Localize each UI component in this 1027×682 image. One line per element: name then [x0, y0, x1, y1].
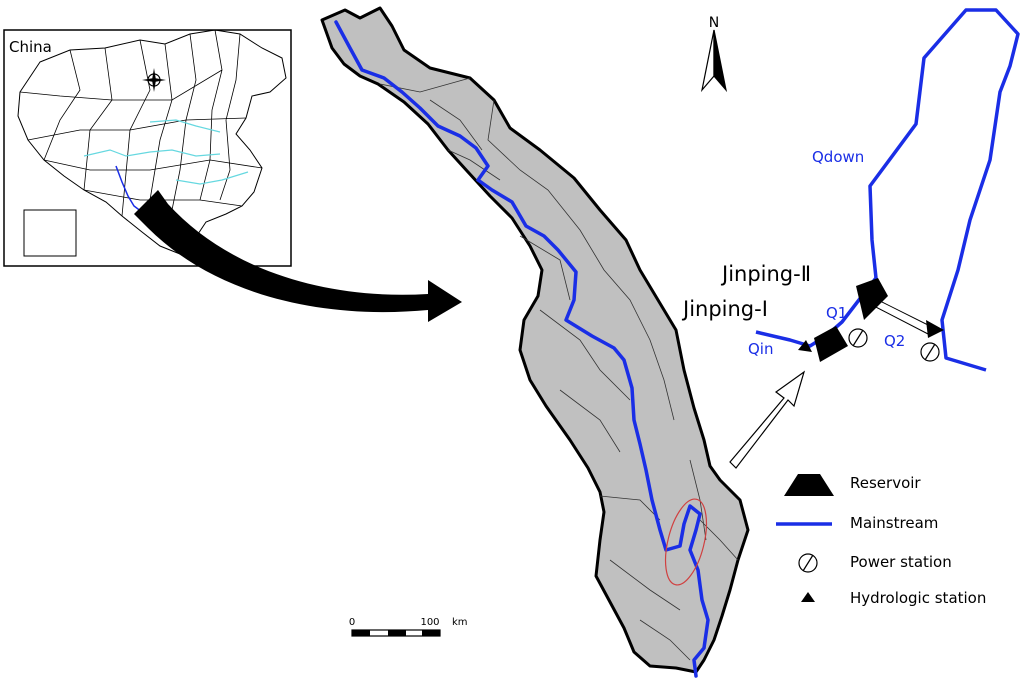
- china-outline: [17, 29, 287, 255]
- inset-title: China: [9, 38, 52, 56]
- scale-bar: 0 100 km: [349, 617, 468, 637]
- basin-map: [320, 6, 750, 678]
- label-qdown: Qdown: [812, 148, 864, 166]
- north-label: N: [709, 15, 719, 31]
- tributaries: [379, 77, 739, 661]
- diversion-arrowhead: [926, 320, 944, 338]
- legend-reservoir-icon: [784, 474, 834, 496]
- legend-label-mainstream: Mainstream: [850, 514, 938, 532]
- power-station-1-icon: [848, 328, 868, 348]
- label-jinping-2: Jinping-Ⅱ: [720, 262, 811, 286]
- inset-yalong-river: [115, 165, 143, 213]
- legend-label-hydrologic-station: Hydrologic station: [850, 589, 986, 607]
- scale-start-label: 0: [349, 617, 355, 628]
- north-arrow-icon: N: [700, 15, 728, 93]
- basin-polygon: [320, 6, 750, 674]
- river-loop: [755, 8, 1020, 372]
- legend: Reservoir Mainstream Power station Hydro…: [776, 474, 986, 607]
- label-jinping-1: Jinping-Ⅰ: [681, 297, 768, 321]
- scale-unit-label: km: [452, 617, 468, 628]
- label-q2: Q2: [884, 332, 905, 350]
- mainstream-river: [334, 20, 710, 678]
- reservoir-jinping-1-icon: [814, 326, 848, 362]
- legend-label-reservoir: Reservoir: [850, 474, 921, 492]
- south-china-sea-inset: [23, 209, 77, 257]
- compass-rose-icon: [142, 68, 166, 92]
- label-qin: Qin: [748, 340, 773, 358]
- legend-label-power-station: Power station: [850, 553, 952, 571]
- hydrologic-station-icon: [798, 340, 812, 352]
- china-inset-map: China: [3, 29, 292, 267]
- focus-ellipse: [664, 498, 708, 586]
- province-borders: [19, 29, 263, 221]
- legend-power-station-icon: [798, 553, 818, 573]
- inset-rivers: [83, 119, 249, 185]
- label-q1: Q1: [826, 304, 847, 322]
- scale-end-label: 100: [420, 617, 439, 628]
- power-station-2-icon: [920, 342, 940, 362]
- legend-hydrologic-station-icon: [801, 592, 815, 602]
- reservoir-jinping-2-icon: [856, 278, 888, 320]
- locator-arrow: [134, 190, 462, 322]
- detail-arrow: [729, 370, 806, 469]
- cascade-diagram: Jinping-Ⅱ Jinping-Ⅰ Qin Qdown Q1 Q2: [681, 8, 1020, 372]
